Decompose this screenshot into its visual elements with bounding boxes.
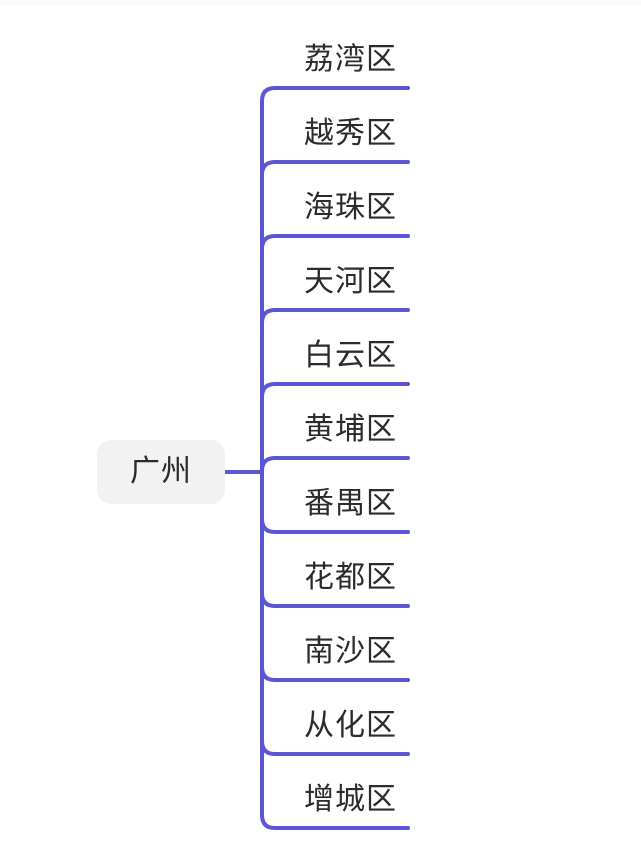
branch-label[interactable]: 白云区 <box>304 338 397 373</box>
branch-connector <box>260 382 410 399</box>
branch-label[interactable]: 增城区 <box>304 782 397 817</box>
top-edge-strip <box>0 0 641 6</box>
branch-label[interactable]: 海珠区 <box>304 190 397 225</box>
branch-connector <box>260 456 410 473</box>
root-node[interactable]: 广州 <box>97 440 225 504</box>
branch-label[interactable]: 越秀区 <box>304 116 397 151</box>
branch-label[interactable]: 花都区 <box>304 560 397 595</box>
branch-connector <box>260 86 410 103</box>
branch-label[interactable]: 天河区 <box>304 264 397 299</box>
branch-label[interactable]: 荔湾区 <box>304 42 397 77</box>
branch-connector <box>260 234 410 251</box>
branch-connector <box>260 308 410 325</box>
branch-label[interactable]: 南沙区 <box>304 634 397 669</box>
branch-label[interactable]: 番禺区 <box>304 486 397 521</box>
branch-connector <box>260 160 410 177</box>
branch-label[interactable]: 黄埔区 <box>304 412 397 447</box>
root-node-label: 广州 <box>130 454 192 489</box>
branch-label[interactable]: 从化区 <box>304 708 397 743</box>
